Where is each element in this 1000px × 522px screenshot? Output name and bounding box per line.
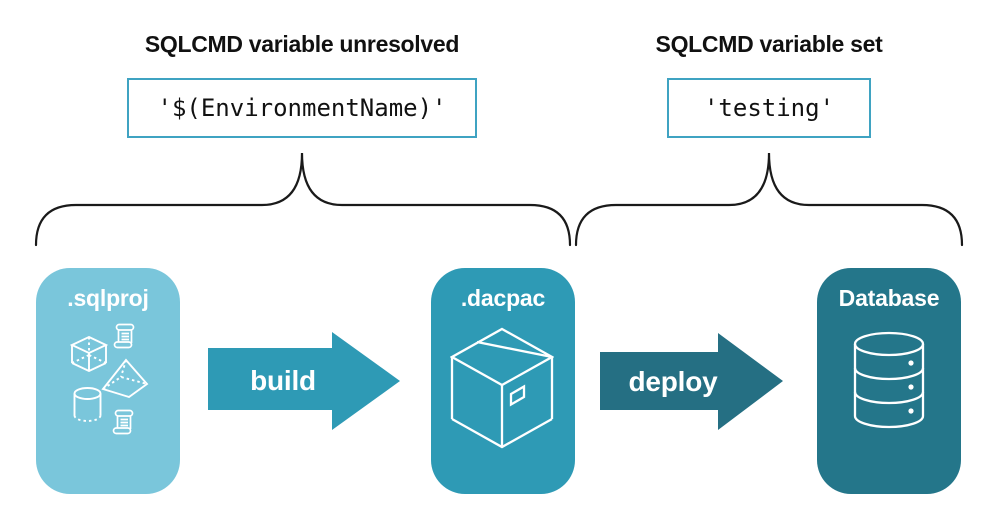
database-label: Database bbox=[838, 285, 940, 311]
stage-sqlproj: .sqlproj bbox=[36, 268, 180, 494]
stage-dacpac: .dacpac bbox=[431, 268, 575, 494]
database-icon bbox=[853, 331, 925, 429]
dacpac-label: .dacpac bbox=[460, 285, 546, 311]
sqlproj-label: .sqlproj bbox=[67, 285, 149, 311]
code-text-environment-variable: '$(EnvironmentName)' bbox=[157, 94, 447, 122]
pyramid-icon bbox=[101, 358, 149, 398]
build-arrow-label: build bbox=[250, 365, 316, 396]
left-curly-brace-icon bbox=[34, 152, 572, 247]
code-box-testing-value: 'testing' bbox=[667, 78, 871, 138]
code-box-environment-variable: '$(EnvironmentName)' bbox=[127, 78, 477, 138]
deploy-arrow-label: deploy bbox=[628, 365, 718, 397]
build-arrow: build bbox=[208, 332, 400, 430]
cube-icon bbox=[70, 336, 108, 372]
code-text-testing-value: 'testing' bbox=[703, 94, 835, 122]
cylinder-icon bbox=[73, 387, 102, 422]
stage-database: Database bbox=[817, 268, 961, 494]
package-icon bbox=[450, 327, 554, 449]
scroll-icon bbox=[113, 323, 135, 349]
scroll-icon bbox=[112, 409, 134, 435]
heading-variable-unresolved: SQLCMD variable unresolved bbox=[144, 31, 460, 57]
brace-group bbox=[34, 152, 964, 247]
right-curly-brace-icon bbox=[574, 152, 964, 247]
deploy-arrow: deploy bbox=[600, 333, 783, 430]
heading-variable-set: SQLCMD variable set bbox=[655, 31, 883, 57]
